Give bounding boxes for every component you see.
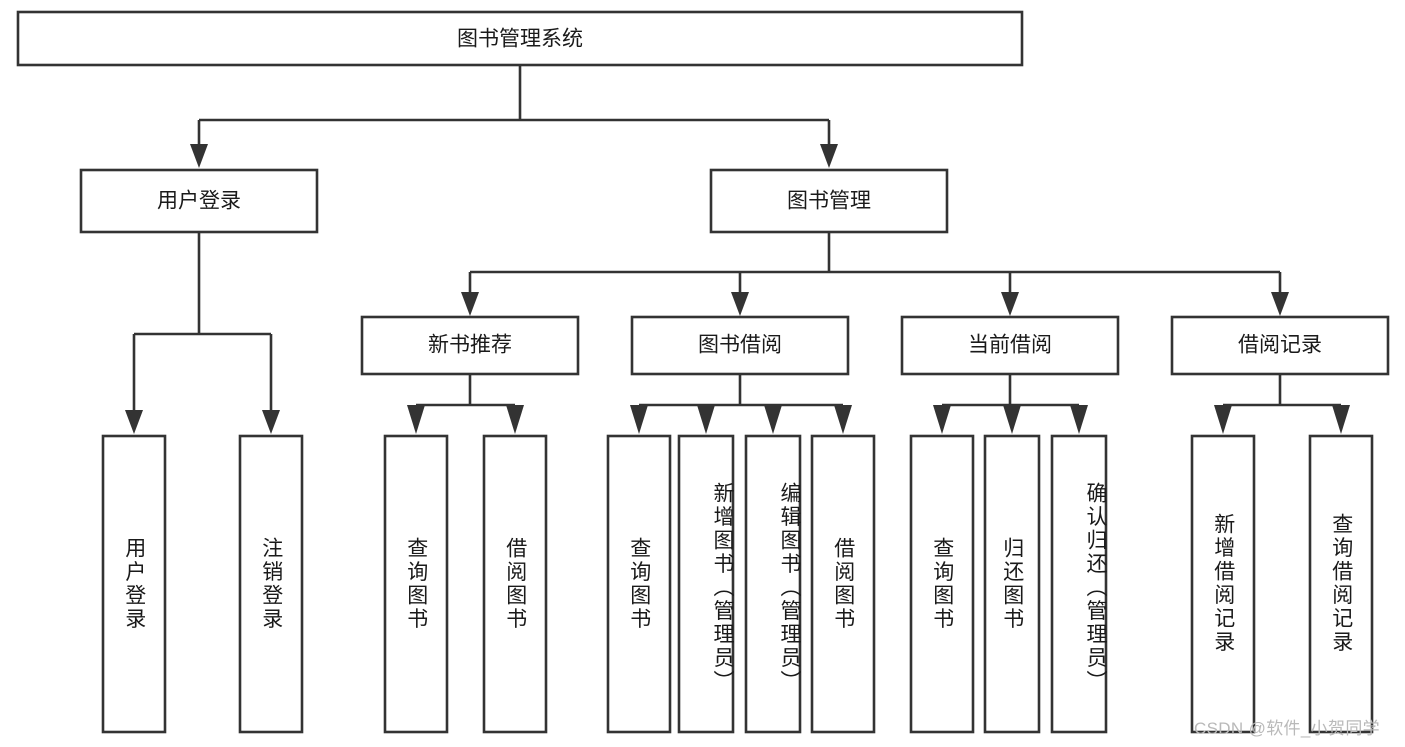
node-current-borrow-label: 当前借阅 [968, 334, 1052, 357]
node-leaf-edit-book-box[interactable] [744, 434, 802, 734]
node-root[interactable]: 图书管理系统 [16, 10, 1024, 67]
node-leaf-query-record-box[interactable] [1308, 434, 1374, 734]
node-leaf-query-book-1-box[interactable] [383, 434, 449, 734]
node-book-borrow-box[interactable] [630, 315, 850, 376]
node-borrow-record-label: 借阅记录 [1238, 334, 1322, 357]
leaf-box-group [101, 434, 1374, 734]
arrowhead-book-manage [820, 144, 838, 168]
arrowhead-leaf-confirm-ret [1070, 405, 1088, 434]
node-new-book-rec-box[interactable] [360, 315, 580, 376]
arrowhead-leaf-borrow-book-1 [506, 405, 524, 434]
node-borrow-record-box[interactable] [1170, 315, 1390, 376]
node-root-label: 图书管理系统 [457, 28, 583, 51]
arrowhead-current-borrow [1001, 292, 1019, 316]
node-leaf-user-login-box[interactable] [101, 434, 167, 734]
node-leaf-borrow-book-2-box[interactable] [810, 434, 876, 734]
node-user-login-box[interactable] [79, 168, 319, 234]
arrowhead-book-borrow [731, 292, 749, 316]
arrowhead-borrow-record [1271, 292, 1289, 316]
connector-group [125, 65, 1350, 434]
node-leaf-add-book-box[interactable] [677, 434, 735, 734]
node-borrow-record[interactable]: 借阅记录 [1170, 315, 1390, 376]
node-book-borrow[interactable]: 图书借阅 [630, 315, 850, 376]
arrowhead-leaf-user-login [125, 410, 143, 434]
node-leaf-query-book-2-box[interactable] [606, 434, 672, 734]
node-book-borrow-label: 图书借阅 [698, 334, 782, 357]
arrowhead-leaf-query-book-1 [407, 405, 425, 434]
node-user-login[interactable]: 用户登录 [79, 168, 319, 234]
arrowhead-leaf-query-record [1332, 405, 1350, 434]
node-leaf-add-record-box[interactable] [1190, 434, 1256, 734]
node-current-borrow[interactable]: 当前借阅 [900, 315, 1120, 376]
node-leaf-borrow-book-1-box[interactable] [482, 434, 548, 734]
csdn-watermark: CSDN @软件_小贺同学 [1194, 719, 1381, 738]
arrowhead-new-book-rec [461, 292, 479, 316]
node-new-book-rec-label: 新书推荐 [428, 334, 512, 357]
node-new-book-rec[interactable]: 新书推荐 [360, 315, 580, 376]
arrowhead-leaf-add-book [697, 405, 715, 434]
arrowhead-leaf-user-logout [262, 410, 280, 434]
arrowhead-leaf-edit-book [764, 405, 782, 434]
arrowhead-leaf-query-book-2 [630, 405, 648, 434]
arrowhead-leaf-query-book-3 [933, 405, 951, 434]
node-book-manage[interactable]: 图书管理 [709, 168, 949, 234]
arrowhead-user-login [190, 144, 208, 168]
node-current-borrow-box[interactable] [900, 315, 1120, 376]
node-leaf-return-book-box[interactable] [983, 434, 1041, 734]
node-book-manage-box[interactable] [709, 168, 949, 234]
node-user-login-label: 用户登录 [157, 190, 241, 213]
arrowhead-leaf-return-book [1003, 405, 1021, 434]
node-leaf-user-logout-box[interactable] [238, 434, 304, 734]
node-root-box[interactable] [16, 10, 1024, 67]
node-leaf-confirm-ret-box[interactable] [1050, 434, 1108, 734]
node-leaf-query-book-3-box[interactable] [909, 434, 975, 734]
node-book-manage-label: 图书管理 [787, 190, 871, 213]
arrowhead-leaf-borrow-book-2 [834, 405, 852, 434]
arrowhead-leaf-add-record [1214, 405, 1232, 434]
